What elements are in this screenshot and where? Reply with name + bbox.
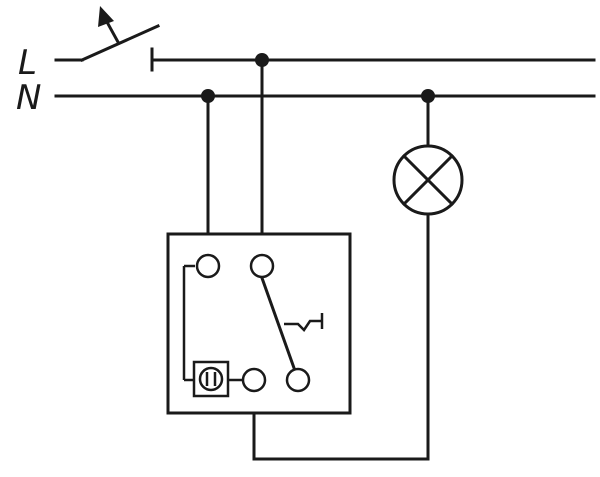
lamp-symbol [392, 144, 464, 216]
neutral-conductor-label: N [16, 78, 41, 118]
terminal-bottom-middle [241, 367, 267, 393]
main-switch-symbol [54, 6, 160, 72]
terminal-bottom-right [285, 367, 311, 393]
line-conductor-label: L [18, 43, 37, 83]
terminal-top-right [249, 253, 275, 279]
switch-contact-lever [260, 276, 296, 370]
switched-output-wire [252, 411, 430, 461]
terminal-top-left [195, 253, 221, 279]
indicator-lamp-symbol [192, 360, 243, 398]
switch-actuator-symbol [284, 313, 324, 332]
